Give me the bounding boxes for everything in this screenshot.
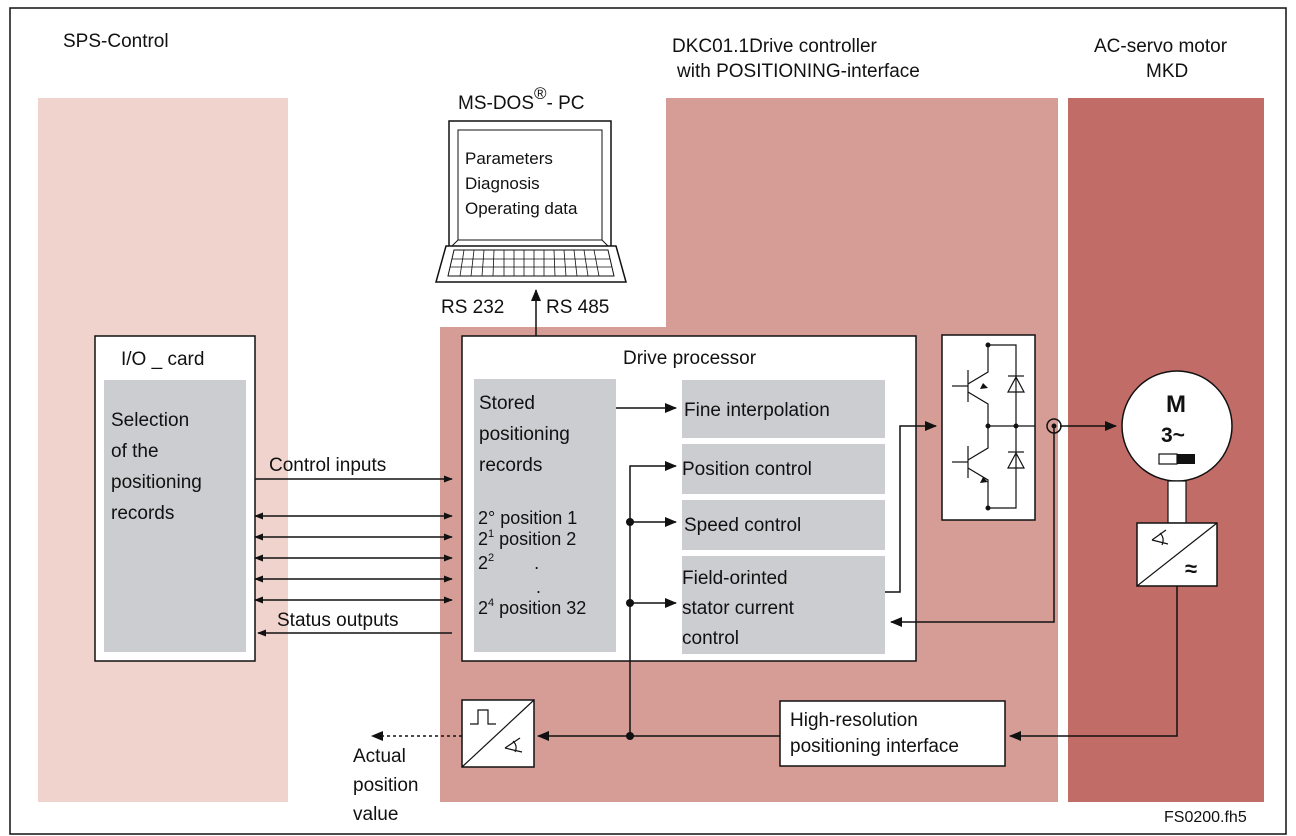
position-base: 2 [478, 508, 489, 528]
actual-line-2: position [353, 775, 419, 796]
io-card-inner [104, 380, 246, 652]
position-base: 2 [478, 598, 489, 618]
position-base: 2 [478, 553, 489, 573]
speed-control-box [682, 500, 885, 550]
screen-line-operating-data: Operating data [465, 199, 578, 218]
stored-line-3: records [479, 455, 543, 476]
control-inputs-label: Control inputs [269, 455, 387, 476]
io-line-3: positioning [111, 472, 202, 493]
stored-line-2: positioning [479, 424, 570, 445]
position-exp: ° [488, 508, 496, 528]
inverter-icon [941, 334, 1036, 521]
converter-icon [461, 699, 535, 768]
file-label: FS0200.fh5 [1164, 809, 1247, 826]
screen-line-diagnosis: Diagnosis [465, 174, 540, 193]
position-row: 21 position 2 [478, 528, 586, 553]
position-row: 22. [478, 552, 586, 577]
interface-line-1: High-resolution [790, 710, 918, 731]
interface-text: High-resolution positioning interface [790, 708, 959, 760]
screen-line-parameters: Parameters [465, 149, 553, 168]
field-line-1: Field-orinted [682, 568, 788, 589]
io-card-title: I/O _ card [121, 349, 205, 370]
pc-title-os: MS-DOS [458, 93, 534, 114]
signal-arrows [254, 475, 453, 637]
positions-list: 2° position 1 21 position 2 22. . 24 pos… [478, 508, 586, 622]
sps-title: SPS-Control [63, 31, 169, 52]
motor-letter: M [1166, 391, 1186, 418]
encoder-icon [1136, 522, 1218, 670]
motor-phase: 3~ [1161, 424, 1185, 447]
position-exp: 4 [488, 597, 495, 609]
field-control-text: Field-orinted stator current control [682, 564, 794, 654]
position-exp: 2 [488, 552, 495, 564]
position-control-box [682, 444, 885, 494]
position-label: . [536, 577, 542, 597]
field-control-box [682, 556, 885, 654]
position-control-label: Position control [682, 459, 812, 480]
stored-records-box [474, 379, 616, 652]
field-line-3: control [682, 628, 740, 649]
actual-line-3: value [353, 804, 399, 825]
position-label: position 2 [499, 529, 577, 549]
keyboard-icon [435, 245, 627, 283]
position-label: . [534, 553, 540, 573]
stored-line-1: Stored [479, 393, 535, 414]
position-label: position 1 [500, 508, 578, 528]
field-line-2: stator current [682, 598, 794, 619]
internal-arrows [371, 403, 1178, 741]
servo-title-line2: MKD [1146, 61, 1189, 82]
io-line-1: Selection [111, 410, 190, 431]
fine-interpolation-label: Fine interpolation [684, 400, 830, 421]
io-line-2: of the [111, 441, 159, 462]
stored-records-text: Stored positioning records [479, 388, 570, 481]
position-exp: 1 [488, 528, 495, 540]
position-row: . [478, 577, 586, 598]
position-row: 24 position 32 [478, 597, 587, 622]
pc-screen-text: Parameters Diagnosis Operating data [465, 146, 577, 221]
junction-dots [626, 518, 634, 740]
io-line-4: records [111, 503, 175, 524]
pc-title-suffix: - PC [546, 93, 585, 114]
port-rs485: RS 485 [546, 297, 610, 318]
fine-interpolation-box [682, 380, 885, 438]
actual-position-text: Actual position value [353, 742, 419, 829]
drive-processor-title: Drive processor [623, 348, 757, 369]
position-base: 2 [478, 529, 489, 549]
registered-mark: ® [534, 84, 547, 103]
pc-monitor-icon [448, 120, 612, 250]
interface-box [779, 700, 1006, 767]
status-outputs-label: Status outputs [277, 610, 399, 631]
actual-line-1: Actual [353, 746, 406, 767]
position-label: position 32 [499, 598, 587, 618]
dkc-title-line2: with POSITIONING-interface [677, 61, 920, 82]
position-row: 2° position 1 [478, 508, 586, 529]
pc-title: MS-DOS®- PC [458, 84, 585, 115]
speed-control-label: Speed control [684, 515, 802, 536]
io-card-text: Selection of the positioning records [111, 405, 202, 529]
current-sensor-icon [1046, 418, 1062, 434]
interface-line-2: positioning interface [790, 736, 959, 757]
encoder-symbol: ≈ [1185, 556, 1198, 581]
servo-title-line1: AC-servo motor [1094, 36, 1228, 57]
port-rs232: RS 232 [441, 297, 505, 318]
dkc-title-line1: DKC01.1Drive controller [672, 36, 877, 57]
